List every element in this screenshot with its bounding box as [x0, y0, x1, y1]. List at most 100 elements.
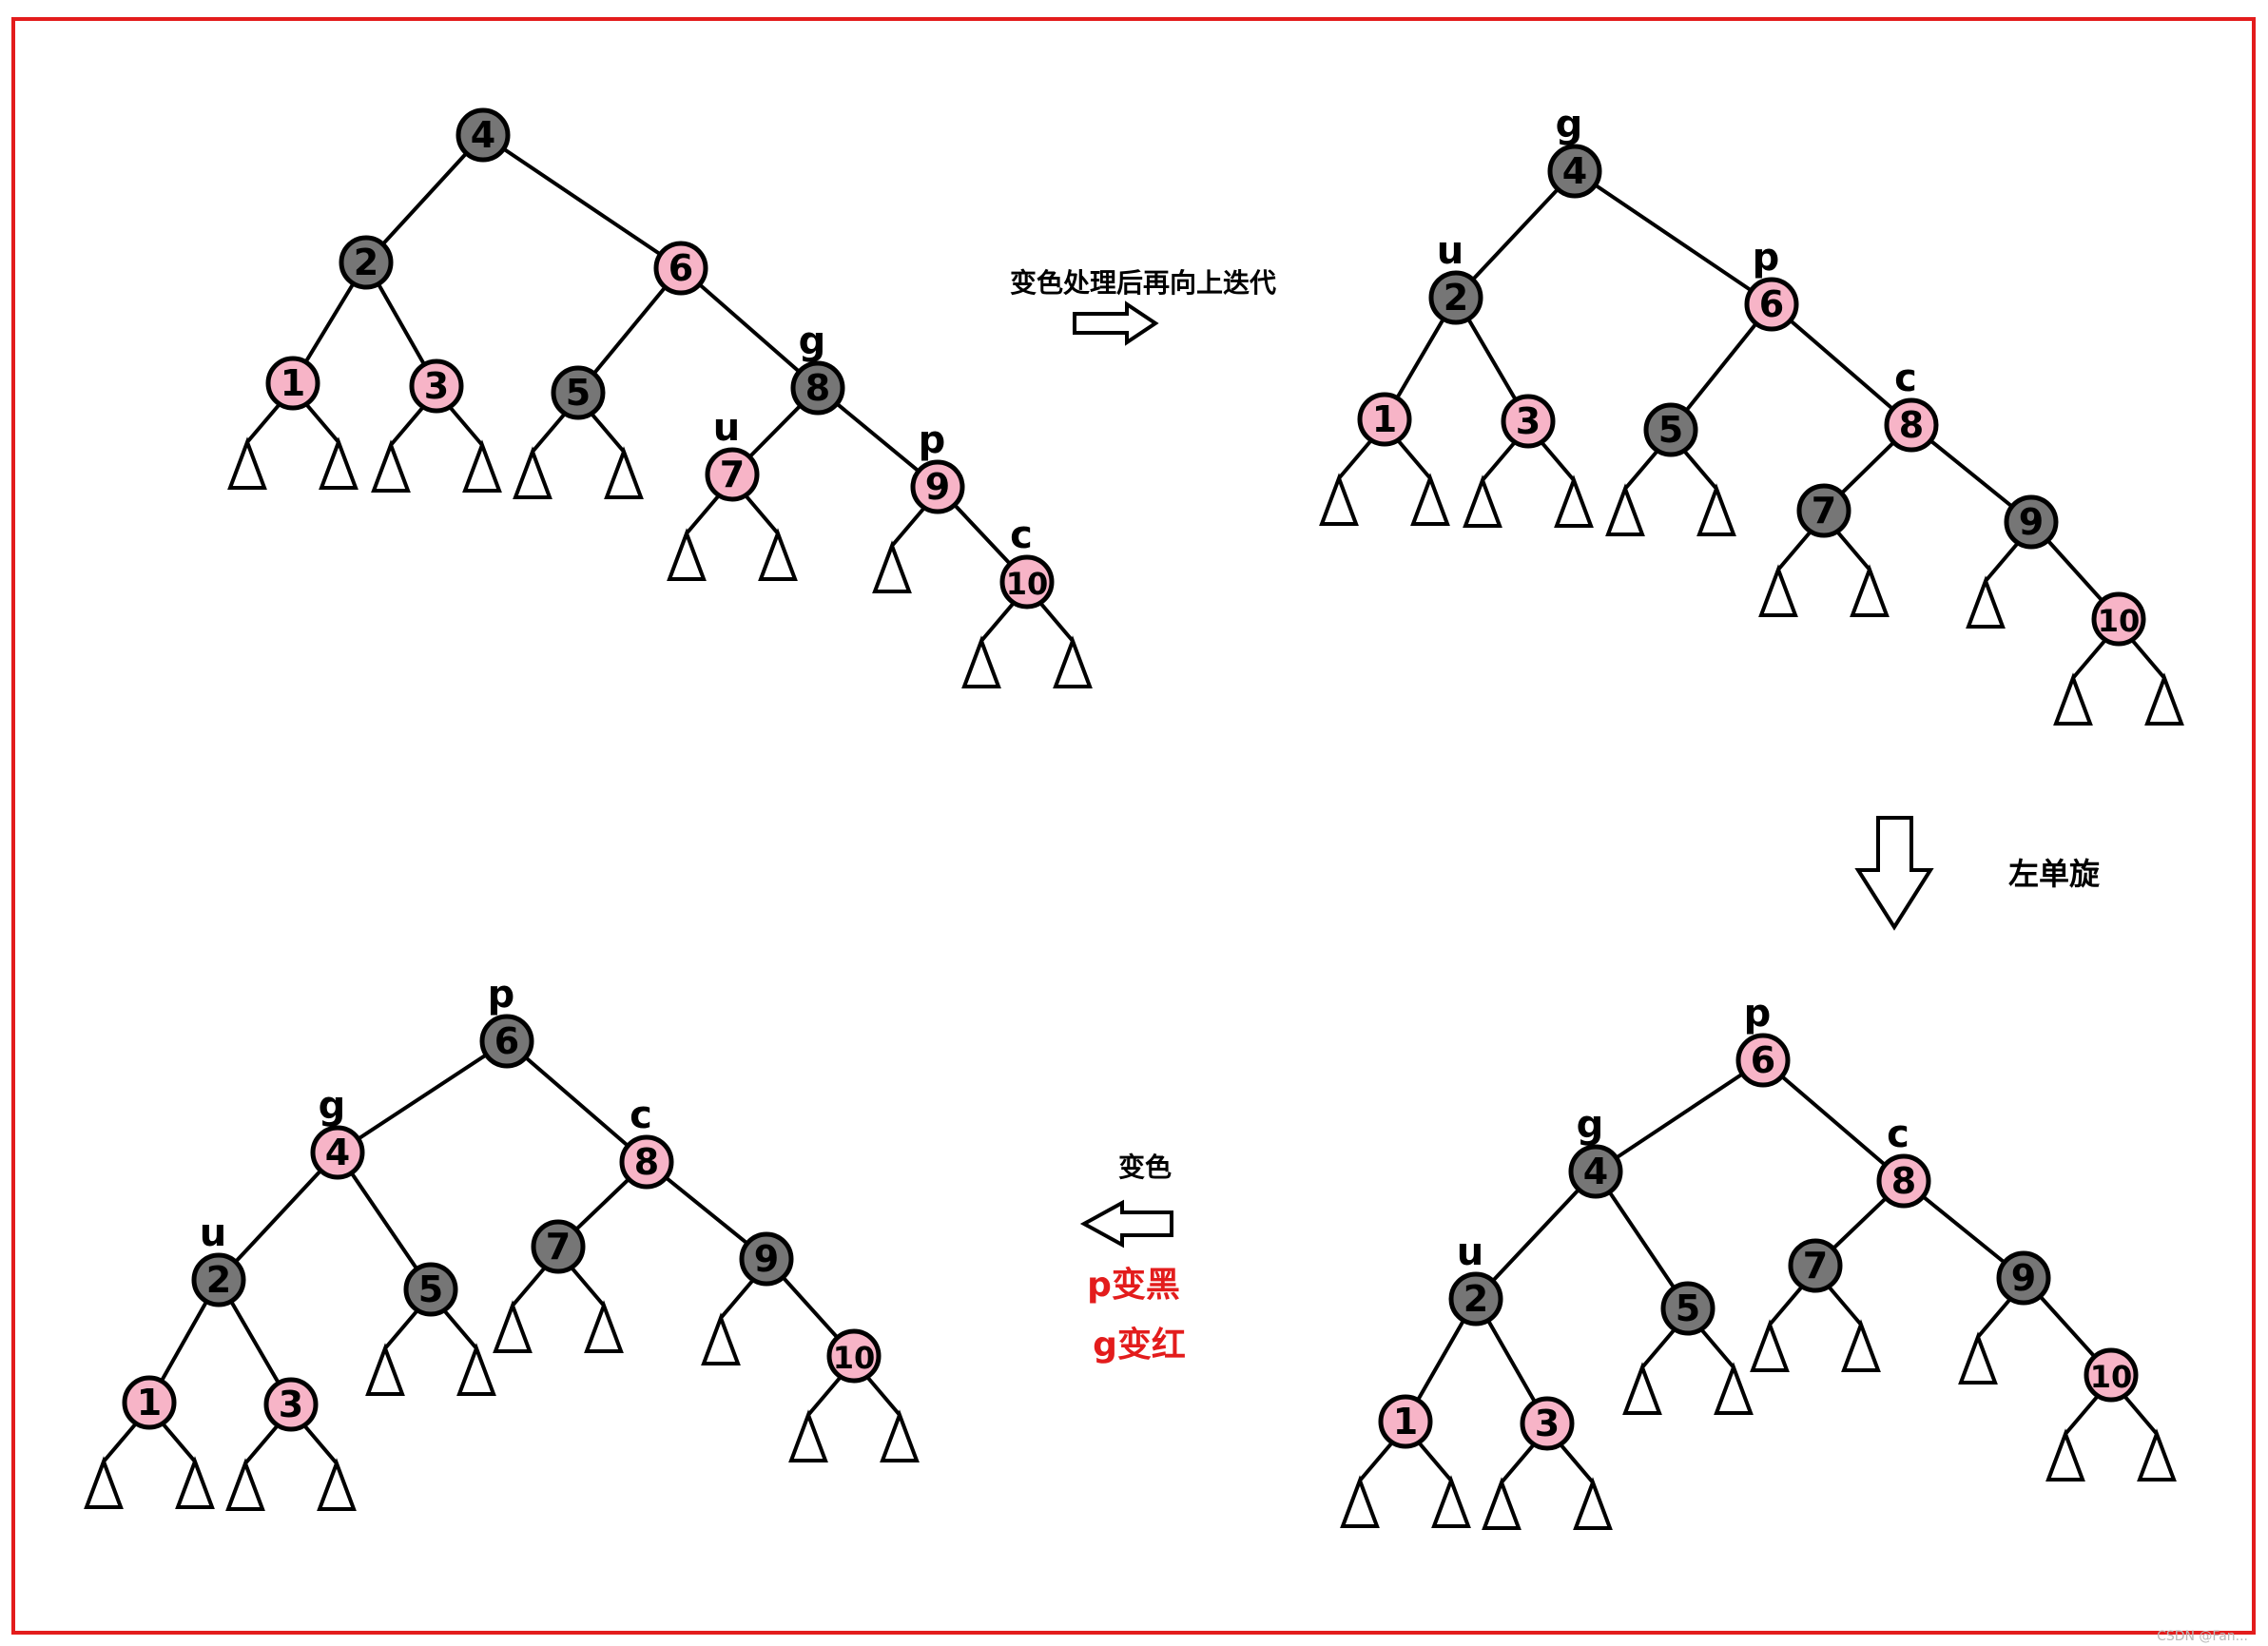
nil-edge-7-1	[1835, 530, 1871, 571]
node-3: 3	[1520, 1396, 1575, 1451]
nil-leaf-7-1	[1841, 1319, 1881, 1372]
nil-edge-1-0	[102, 1422, 138, 1463]
node-6: 6	[1735, 1033, 1791, 1088]
nil-leaf-1-0	[227, 436, 267, 490]
nil-leaf-5-1	[1714, 1362, 1754, 1415]
nil-leaf-1-1	[319, 436, 359, 490]
node-1: 1	[1357, 392, 1412, 447]
nil-edge-5-1	[1699, 1327, 1735, 1369]
nil-edge-10-0	[979, 601, 1016, 643]
node-label-1: 1	[1372, 398, 1397, 440]
nil-leaf-1-0	[1319, 473, 1359, 526]
node-4: 4	[310, 1125, 365, 1180]
nil-leaf-7-1	[1850, 564, 1890, 617]
nil-edge-5-1	[590, 412, 626, 454]
frame-border	[11, 17, 2256, 1635]
nil-leaf-9-0	[872, 540, 912, 593]
nil-leaf-7-0	[1758, 564, 1798, 617]
node-3: 3	[409, 358, 464, 414]
node-label-6: 6	[494, 1020, 519, 1062]
node-label-4: 4	[471, 114, 495, 156]
nil-edge-3-0	[389, 405, 425, 447]
nil-leaf-10-1	[2144, 672, 2184, 726]
node-10: 10	[826, 1328, 882, 1384]
node-label-2: 2	[1464, 1278, 1488, 1320]
node-8: 8	[790, 360, 845, 416]
edge-6-8	[1770, 302, 1913, 427]
node-label-2: 2	[354, 242, 378, 283]
nil-leaf-9-0	[1958, 1331, 1998, 1385]
nil-edge-1-1	[1396, 438, 1432, 480]
nil-edge-1-0	[1337, 438, 1373, 480]
nil-leaf-1-1	[1431, 1475, 1471, 1528]
node-label-4: 4	[325, 1132, 350, 1173]
node-tag-c: c	[1010, 513, 1033, 557]
node-tag-c: c	[630, 1094, 652, 1137]
node-9: 9	[739, 1231, 794, 1287]
nil-edge-10-1	[1038, 601, 1075, 643]
node-label-7: 7	[1812, 490, 1836, 532]
node-tag-c: c	[1887, 1113, 1909, 1156]
nil-leaf-3-1	[1573, 1477, 1613, 1530]
node-tag-c: c	[1894, 357, 1917, 400]
nil-edge-10-1	[2123, 1394, 2159, 1436]
nil-edge-5-1	[442, 1308, 478, 1350]
node-label-6: 6	[1759, 283, 1784, 325]
node-label-9: 9	[754, 1238, 779, 1280]
node-label-3: 3	[1535, 1403, 1560, 1444]
caption-g-to-red: g变红	[1093, 1325, 1186, 1365]
node-tag-p: p	[919, 418, 946, 462]
nil-leaf-10-1	[880, 1409, 920, 1462]
node-tag-u: u	[1437, 229, 1464, 273]
node-8: 8	[1884, 397, 1939, 453]
nil-edge-7-0	[1768, 1285, 1804, 1326]
node-7: 7	[705, 447, 760, 502]
node-label-10: 10	[2098, 603, 2141, 639]
node-label-7: 7	[720, 454, 745, 495]
nil-leaf-3-1	[462, 439, 502, 493]
node-tag-p: p	[1753, 236, 1780, 280]
nil-leaf-7-0	[493, 1300, 533, 1353]
caption-recolor-iterate: 变色处理后再向上迭代	[1010, 267, 1276, 299]
node-5: 5	[551, 365, 606, 420]
node-9: 9	[2004, 494, 2059, 550]
node-label-8: 8	[1891, 1160, 1916, 1202]
node-1: 1	[1378, 1394, 1433, 1449]
nil-edge-9-0	[890, 506, 926, 548]
node-4: 4	[1568, 1144, 1623, 1199]
node-6: 6	[653, 241, 708, 296]
nil-leaf-10-0	[788, 1409, 828, 1462]
node-5: 5	[1643, 402, 1698, 457]
node-4: 4	[456, 107, 511, 163]
edge-6-8	[679, 266, 820, 390]
nil-edge-5-0	[1623, 449, 1659, 491]
nil-edge-1-0	[245, 402, 281, 444]
nil-edge-1-1	[1417, 1441, 1453, 1482]
node-label-8: 8	[634, 1141, 659, 1183]
nil-leaf-9-0	[701, 1312, 741, 1365]
nil-edge-3-0	[1500, 1443, 1536, 1484]
nil-edge-9-0	[719, 1278, 755, 1320]
nil-edge-10-1	[865, 1375, 901, 1417]
node-label-9: 9	[925, 466, 950, 508]
nil-edge-3-1	[448, 405, 484, 447]
node-5: 5	[403, 1262, 458, 1317]
nil-edge-9-0	[1976, 1297, 2012, 1339]
nil-edge-10-0	[2064, 1394, 2100, 1436]
node-7: 7	[1796, 483, 1851, 538]
edge-4-5	[1594, 1170, 1690, 1310]
node-9: 9	[910, 459, 965, 514]
node-tag-g: g	[1556, 103, 1583, 146]
nil-edge-5-0	[383, 1308, 419, 1350]
edge-6-4	[1594, 1058, 1765, 1173]
nil-leaf-7-0	[667, 528, 707, 581]
node-10: 10	[999, 554, 1055, 610]
node-4: 4	[1547, 144, 1602, 199]
node-label-2: 2	[206, 1259, 231, 1301]
node-label-3: 3	[279, 1384, 303, 1425]
node-label-10: 10	[1006, 566, 1049, 602]
